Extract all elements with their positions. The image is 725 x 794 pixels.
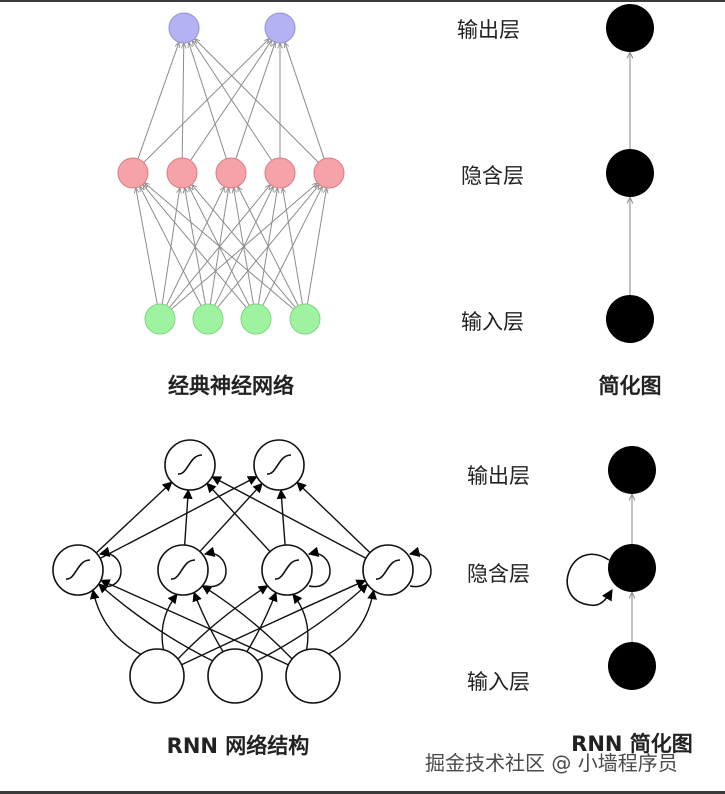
sigmoid-glyph	[274, 559, 300, 580]
top-label-input: 输入层	[461, 310, 524, 334]
bottom-border	[0, 791, 725, 794]
rnn-hidden-neuron	[362, 544, 414, 596]
nn-connection	[192, 184, 296, 308]
sigmoid-glyph	[177, 454, 203, 475]
nn-connection	[144, 183, 294, 310]
rnn-connection	[177, 585, 269, 660]
simplified-node	[606, 295, 654, 343]
rnn-connection	[292, 593, 309, 650]
recurrent-loop	[203, 546, 227, 588]
rnn-connection	[97, 583, 213, 662]
rnn-connection	[182, 488, 193, 546]
rnn-connection	[95, 481, 173, 554]
top-label-output: 输出层	[457, 18, 520, 42]
rnn-connection	[99, 475, 258, 560]
recurrent-loop	[408, 546, 432, 588]
caption-simplified: 简化图	[598, 374, 662, 398]
rnn-hidden-neuron	[261, 544, 313, 596]
nn-connection	[140, 186, 202, 306]
caption-rnn-simplified: RNN 简化图	[571, 732, 693, 756]
nn-connection	[189, 40, 271, 161]
sigmoid-glyph	[375, 559, 401, 580]
rnn-connection	[206, 482, 271, 553]
hidden-neuron	[264, 157, 296, 189]
nn-connection	[182, 43, 184, 159]
nn-connection	[189, 42, 227, 159]
rnn-connection	[328, 589, 377, 655]
rnn-input-neuron	[285, 648, 341, 704]
rnn-connection	[161, 593, 178, 650]
caption-rnn-structure: RNN 网络结构	[166, 734, 310, 758]
simplified-node	[606, 149, 654, 197]
nn-connection	[235, 42, 275, 159]
simplified-diagram-bottom	[566, 446, 656, 690]
bottom-label-output: 输出层	[467, 464, 530, 488]
hidden-neuron	[117, 157, 149, 189]
bottom-label-input: 输入层	[467, 670, 530, 694]
sigmoid-glyph	[65, 559, 91, 580]
recurrent-loop	[98, 546, 122, 588]
nn-connection	[143, 184, 247, 308]
self-loop-arrow	[566, 553, 613, 607]
rnn-input-neuron	[129, 648, 185, 704]
simplified-diagram-top	[606, 4, 654, 343]
sigmoid-glyph	[170, 559, 196, 580]
classic-nn-edges	[136, 39, 327, 310]
rnn-connection	[276, 488, 287, 546]
rnn-output-neuron	[253, 439, 305, 491]
rnn-hidden-neuron	[52, 544, 104, 596]
nn-connection	[143, 39, 270, 163]
nn-connection	[136, 188, 158, 305]
hidden-neuron	[313, 157, 345, 189]
output-neuron	[168, 12, 200, 44]
simplified-node	[608, 446, 656, 494]
hidden-neuron	[166, 157, 198, 189]
input-neuron	[192, 303, 224, 335]
nn-connection	[192, 41, 273, 161]
sigmoid-glyph	[266, 454, 292, 475]
simplified-node	[608, 642, 656, 690]
rnn-input-neuron	[207, 648, 263, 704]
rnn-connection	[256, 583, 369, 662]
watermark-text: 掘金技术社区 @ 小墙程序员	[425, 751, 678, 775]
output-neuron	[264, 12, 296, 44]
nn-connection	[285, 42, 325, 159]
nn-connection	[283, 188, 303, 305]
rnn-connection	[296, 481, 371, 554]
rnn-connection	[99, 579, 289, 666]
input-neuron	[240, 303, 272, 335]
nn-connection	[238, 186, 299, 306]
rnn-connection	[201, 585, 293, 660]
rnn-output-neuron	[164, 439, 216, 491]
recurrent-loop	[307, 546, 331, 588]
rnn-connection	[211, 476, 367, 559]
top-label-hidden: 隐含层	[461, 164, 524, 188]
nn-connection	[137, 42, 179, 160]
rnn-connection	[192, 591, 224, 653]
rnn-nodes	[52, 439, 414, 704]
simplified-node	[608, 544, 656, 592]
classic-nn-nodes	[117, 12, 345, 335]
input-neuron	[289, 303, 321, 335]
rnn-connection	[199, 482, 263, 553]
rnn-connection	[89, 589, 142, 655]
input-neuron	[144, 303, 176, 335]
rnn-hidden-neuron	[157, 544, 209, 596]
caption-classic-nn: 经典神经网络	[168, 374, 294, 398]
nn-connection	[195, 39, 319, 163]
top-border	[0, 0, 725, 2]
simplified-node	[606, 4, 654, 52]
bottom-label-hidden: 隐含层	[467, 562, 530, 586]
nn-connection	[306, 188, 326, 305]
rnn-edges	[89, 475, 432, 666]
hidden-neuron	[215, 157, 247, 189]
rnn-connection	[181, 579, 367, 666]
